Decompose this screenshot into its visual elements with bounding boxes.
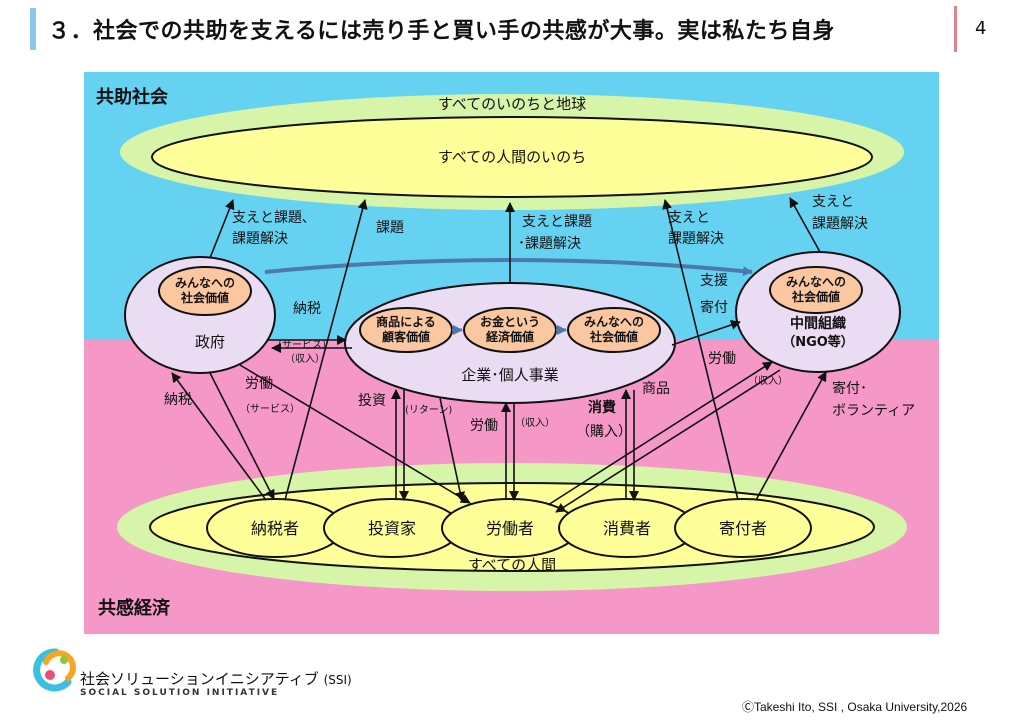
labor-service-arrow [209,372,275,500]
ngo-label-line2: （NGO等） [782,334,854,350]
customer-value-line1: 商品による [376,314,436,329]
support-label-line2: 課題解決 [232,231,288,247]
ngo-support-arrow [789,197,821,253]
service-left-label: （サービス） [240,403,300,415]
org-english-name: SOCIAL SOLUTION INITIATIVE [80,688,280,698]
donor-label: 寄付者 [719,519,767,538]
donation-volunteer-arrow [755,371,827,501]
ssi-logo [33,648,76,692]
all-people-label: すべての人間 [468,556,556,574]
page-number-divider [954,6,957,52]
economic-value-line2: 経済価値 [486,329,534,344]
government-worker-arrow [239,364,471,504]
investor-label: 投資家 [368,519,416,538]
tax-top-label: 納税 [293,301,321,317]
enterprise-social-value-line2: 社会価値 [589,329,638,344]
labor-right-arrow [547,361,773,506]
issue-label: 課題 [376,220,404,236]
government-social-value [158,266,252,316]
labor-mid-label: 労働 [470,418,498,434]
service-income-line1: （サービス） [272,339,332,351]
page-number: 4 [975,18,987,39]
region-top-label: 共助社会 [96,86,168,108]
taxpayer-issue-arrow [284,199,368,501]
taxpayer-label: 納税者 [251,519,299,538]
donor-ellipse [674,498,812,558]
goods-label: 商品 [642,381,670,397]
mid-support-line1: 支えと課題 [522,214,592,230]
income-mid-label: （収入） [515,417,555,429]
ngo-value-line2: 社会価値 [791,289,840,304]
donor-support-arrow [662,199,739,501]
service-income-line2: （収入） [285,353,325,365]
enterprise-worker-arrow [439,397,466,502]
economic-value-line1: お金という [480,314,540,329]
government-support-arrow [209,199,235,259]
worker-label: 労働者 [486,519,534,538]
support-label-line1: 支えと課題､ [232,210,309,226]
slide-title: ３．社会での共助を支えるには売り手と買い手の共感が大事。実は私たち自身 [48,19,835,44]
consumption-label: 消費 [588,399,616,416]
earth-label: すべてのいのちと地球 [438,95,586,113]
donation-volunteer-line1: 寄付･ [832,380,867,397]
right-support-line2: 課題解決 [668,231,724,247]
org-name-line: 社会ソリューションイニシアティブ (SSI) [80,668,352,689]
income-right-arrow [555,369,781,513]
labor-left-label: 労働 [245,376,273,392]
mid-support-line2: ･課題解決 [518,236,581,252]
investment-label: 投資 [358,393,386,409]
government-label: 政府 [195,333,225,351]
tax-left-label: 納税 [164,392,192,408]
donation-top-label: 寄付 [700,299,728,316]
right-support-line1: 支えと [668,210,710,226]
enterprise-label: 企業･個人事業 [461,366,559,384]
labor-right-label: 労働 [708,351,736,367]
enterprise-social-value [567,307,661,353]
copyright: ⒸTakeshi Ito, SSI , Osaka University,202… [742,700,968,714]
customer-value-line2: 顧客価値 [382,329,430,344]
far-support-line1: 支えと [812,194,854,210]
far-support-line2: 課題解決 [812,216,868,232]
people-group: 納税者 投資家 労働者 消費者 寄付者 [206,498,812,558]
ngo-value-line1: みんなへの [786,275,846,289]
tax-left-arrow [171,372,267,501]
region-bottom-label: 共感経済 [98,597,171,619]
consumer-label: 消費者 [603,519,651,538]
ngo-social-value [769,266,863,314]
title-accent-bar [30,8,36,50]
aid-label: 支援 [700,273,728,289]
org-abbr: (SSI) [323,673,352,687]
aid-donation-arrow [671,320,741,346]
humanity-life-label: すべての人間のいのち [438,148,586,166]
org-name: 社会ソリューションイニシアティブ [80,670,319,688]
government-value-line1: みんなへの [175,276,235,290]
income-right-label: （収入） [748,375,788,387]
purchase-label: （購入） [576,424,632,440]
return-label: (リターン) [405,404,452,416]
donation-volunteer-line2: ボランティア [832,403,915,419]
government-value-line2: 社会価値 [180,290,229,305]
ngo-label-line1: 中間組織 [790,315,846,332]
humanity-life-ellipse [151,116,873,198]
enterprise-social-value-line1: みんなへの [584,315,644,329]
